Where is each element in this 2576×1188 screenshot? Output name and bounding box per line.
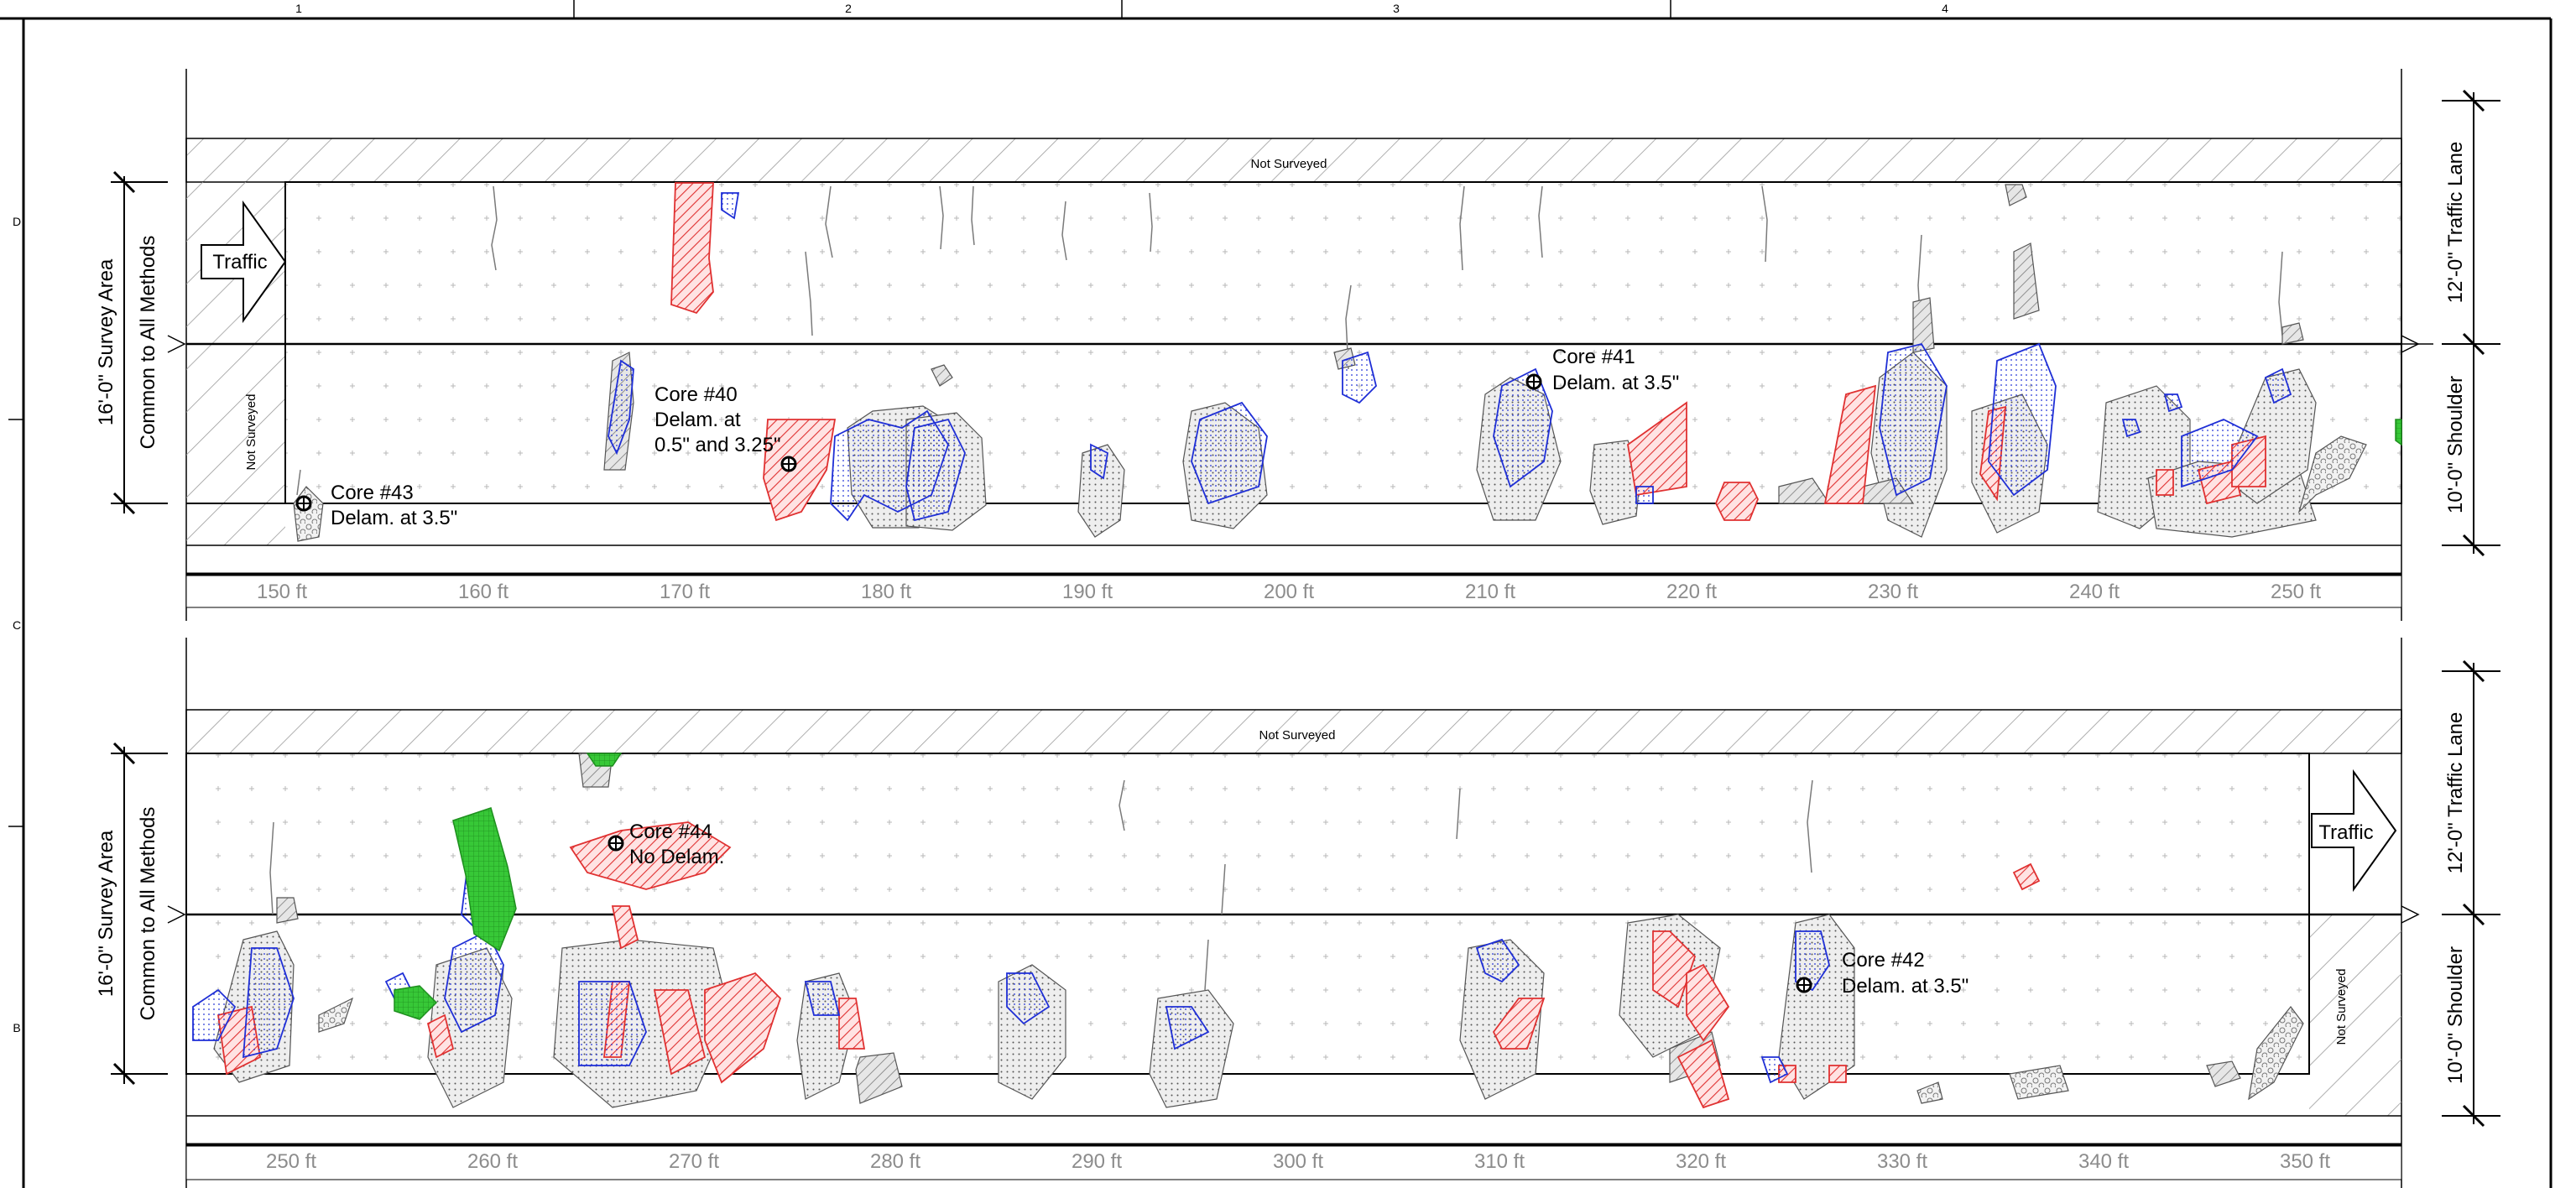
crack-lines (296, 185, 2283, 496)
axis-tick-label: 300 ft (1273, 1150, 1323, 1173)
core-label: Core #40 (654, 383, 738, 406)
traffic-lane-label: 12'-0" Traffic Lane (2444, 712, 2467, 874)
survey-area-label-2: Common to All Methods (137, 807, 159, 1021)
lane-dimensions-lower: 12'-0" Traffic Lane 10'-0" Shoulder (2401, 659, 2500, 1128)
survey-area-dimension-upper: 16'-0" Survey Area Common to All Methods (95, 170, 186, 515)
core-marker-42: Core #42 Delam. at 3.5" (1796, 949, 1969, 998)
grid-row-labels: D C B (13, 215, 21, 1034)
axis-tick-label: 310 ft (1474, 1150, 1525, 1173)
axis-tick-label: 240 ft (2069, 581, 2120, 603)
survey-panel-upper: Traffic Not Surveyed Not Surveyed Core #… (95, 69, 2500, 621)
axis-tick-label: 180 ft (861, 581, 911, 603)
core-note: Delam. at 3.5" (1552, 372, 1679, 394)
not-surveyed-band-side (2309, 914, 2401, 1116)
core-note: Delam. at 3.5" (1842, 975, 1969, 998)
axis-tick-label: 290 ft (1072, 1150, 1122, 1173)
axis-band (185, 575, 2402, 608)
shoulder-label: 10'-0" Shoulder (2444, 946, 2467, 1084)
grid-column-label: 1 (295, 2, 302, 15)
lane-dimensions-upper: 12'-0" Traffic Lane 10'-0" Shoulder (2401, 89, 2500, 557)
core-label: Core #41 (1552, 346, 1635, 368)
survey-panel-lower: Traffic Not Surveyed Not Surveyed Core #… (95, 419, 2500, 1188)
axis-tick-label: 190 ft (1062, 581, 1113, 603)
axis-tick-label: 250 ft (2271, 581, 2321, 603)
core-label: Core #43 (331, 482, 414, 504)
axis-tick-label: 230 ft (1868, 581, 1918, 603)
survey-area-dimension-lower: 16'-0" Survey Area Common to All Methods (95, 742, 186, 1086)
axis-tick-label: 200 ft (1264, 581, 1314, 603)
delamination-zones (670, 182, 2266, 522)
distance-axis-upper: 150 ft 160 ft 170 ft 180 ft 190 ft 200 f… (257, 581, 2321, 603)
core-note: Delam. at 3.5" (331, 507, 457, 529)
axis-tick-label: 340 ft (2078, 1150, 2129, 1173)
grid-column-labels: 1 2 3 4 (295, 2, 1948, 15)
axis-tick-label: 170 ft (660, 581, 710, 603)
axis-tick-label: 250 ft (266, 1150, 316, 1173)
survey-area-label: 16'-0" Survey Area (95, 830, 117, 997)
grid-row-label: D (13, 215, 21, 228)
not-surveyed-side-label: Not Surveyed (244, 394, 258, 471)
grid-column-label: 2 (845, 2, 852, 15)
axis-tick-label: 160 ft (458, 581, 508, 603)
shoulder-label: 10'-0" Shoulder (2444, 376, 2467, 513)
traffic-arrow-upper: Traffic (201, 200, 287, 324)
core-label: Core #42 (1842, 949, 1925, 972)
traffic-label: Traffic (2318, 821, 2373, 844)
traffic-lane-label: 12'-0" Traffic Lane (2444, 142, 2467, 304)
not-surveyed-top-label: Not Surveyed (1259, 728, 1336, 742)
blue-outline-zones (607, 192, 2292, 522)
axis-tick-label: 280 ft (870, 1150, 920, 1173)
not-surveyed-side-label: Not Surveyed (2334, 969, 2349, 1045)
core-note-2: 0.5" and 3.25" (654, 434, 781, 456)
core-note: Delam. at (654, 409, 741, 431)
axis-tick-label: 260 ft (467, 1150, 518, 1173)
grid-column-label: 4 (1942, 2, 1948, 15)
core-marker-43: Core #43 Delam. at 3.5" (295, 482, 457, 529)
core-marker-40: Core #40 Delam. at 0.5" and 3.25" (654, 383, 797, 472)
grid-row-label: B (13, 1021, 20, 1034)
axis-tick-label: 350 ft (2280, 1150, 2330, 1173)
not-surveyed-band-top (185, 709, 2402, 754)
green-zones (394, 419, 2402, 1020)
core-label: Core #44 (629, 821, 712, 843)
traffic-arrow-lower: Traffic (2311, 769, 2397, 893)
axis-band (185, 1145, 2402, 1180)
grid-row-label: C (13, 618, 21, 632)
axis-tick-label: 220 ft (1666, 581, 1717, 603)
axis-tick-label: 270 ft (669, 1150, 719, 1173)
axis-tick-label: 150 ft (257, 581, 307, 603)
survey-area-label-2: Common to All Methods (137, 236, 159, 450)
axis-tick-label: 210 ft (1465, 581, 1515, 603)
axis-tick-label: 330 ft (1877, 1150, 1927, 1173)
core-marker-44: Core #44 No Delam. (607, 821, 724, 868)
not-surveyed-band-side (186, 182, 285, 545)
not-surveyed-top-label: Not Surveyed (1251, 157, 1327, 171)
distance-axis-lower: 250 ft 260 ft 270 ft 280 ft 290 ft 300 f… (266, 1150, 2330, 1173)
survey-area-label: 16'-0" Survey Area (95, 258, 117, 425)
core-marker-41: Core #41 Delam. at 3.5" (1525, 346, 1679, 394)
not-surveyed-band-top (185, 138, 2402, 183)
survey-area-grid (284, 181, 2402, 504)
traffic-label: Traffic (212, 251, 267, 274)
core-note: No Delam. (629, 846, 724, 868)
blue-outline-zones (192, 846, 1830, 1084)
grid-column-label: 3 (1393, 2, 1400, 15)
axis-tick-label: 320 ft (1676, 1150, 1726, 1173)
